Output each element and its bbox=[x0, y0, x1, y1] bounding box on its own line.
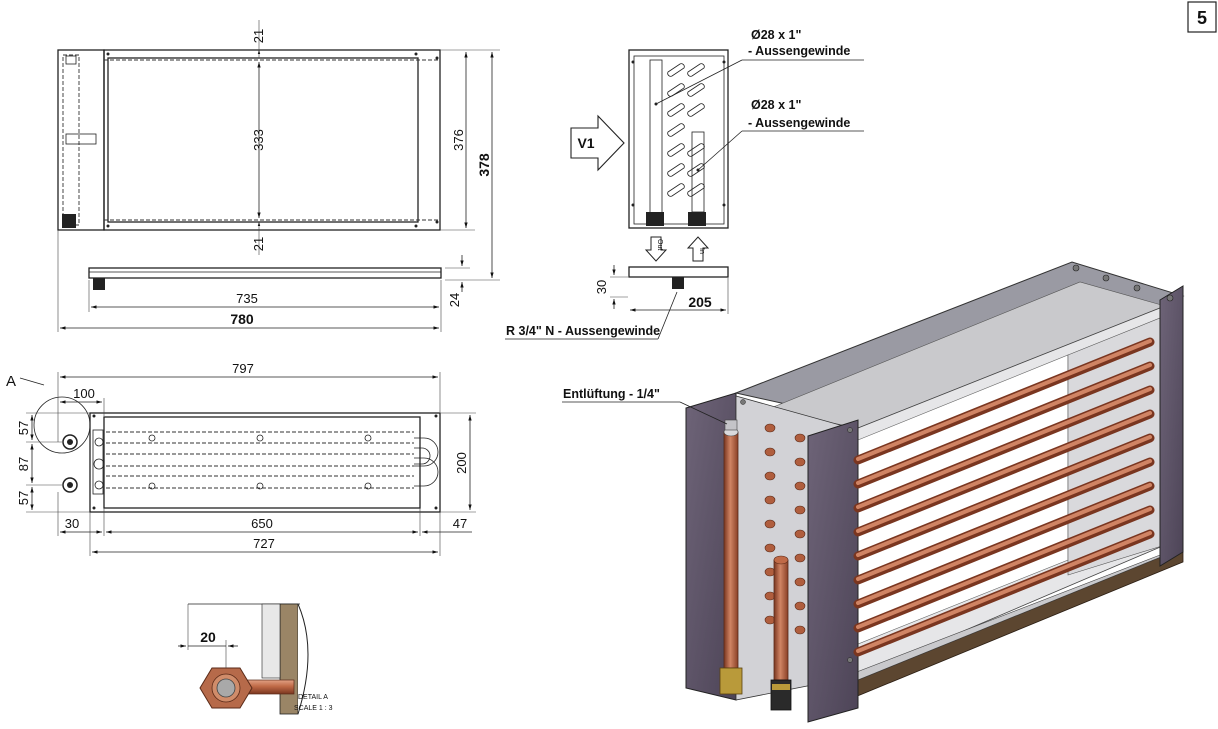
dim-front-height: 200 bbox=[454, 452, 469, 474]
dim-base-height: 30 bbox=[594, 280, 609, 294]
detail-marker: A bbox=[6, 373, 16, 390]
dim-inner-height: 333 bbox=[251, 129, 266, 151]
drain-label: R 3/4" N - Aussengewinde bbox=[506, 324, 660, 338]
outlet-arrow bbox=[644, 236, 668, 262]
detail-scale: SCALE 1 : 3 bbox=[294, 705, 333, 712]
dim-front-core: 650 bbox=[251, 516, 273, 531]
front-view: A 797 100 bbox=[6, 361, 476, 556]
dim-connection-offset: 100 bbox=[73, 386, 95, 401]
connection-1-thread: - Aussengewinde bbox=[748, 44, 850, 58]
side-view: Ø28 x 1" - Aussengewinde Ø28 x 1" - Auss… bbox=[505, 28, 864, 340]
vent-label: Entlüftung - 1/4" bbox=[563, 387, 660, 401]
dim-front-total: 727 bbox=[253, 536, 275, 551]
airflow-arrow bbox=[570, 114, 625, 172]
dim-front-middle: 87 bbox=[16, 457, 31, 471]
connection-2-thread: - Aussengewinde bbox=[748, 116, 850, 130]
detail-title: DETAIL A bbox=[298, 694, 328, 701]
dim-inner-length: 735 bbox=[236, 291, 258, 306]
outlet-label: Out bbox=[656, 239, 663, 250]
dim-overall-height: 378 bbox=[476, 153, 492, 177]
dim-overall-length: 780 bbox=[230, 311, 254, 327]
inlet-label: In bbox=[698, 248, 705, 254]
detail-dim: 20 bbox=[200, 629, 216, 645]
page-number-box: 5 bbox=[1187, 1, 1217, 33]
dim-front-right: 47 bbox=[453, 516, 467, 531]
dim-base-thickness: 24 bbox=[447, 293, 462, 307]
dim-top-margin: 21 bbox=[251, 29, 266, 43]
top-view: 21 333 21 376 378 bbox=[57, 20, 500, 281]
dim-width: 205 bbox=[688, 294, 712, 310]
dim-overall-height-inner: 376 bbox=[451, 129, 466, 151]
isometric-view: Entlüftung - 1/4" bbox=[562, 261, 1185, 723]
heat-exchanger-tubes bbox=[853, 337, 1155, 657]
airflow-label: V1 bbox=[577, 135, 594, 151]
connection-2-diameter: Ø28 x 1" bbox=[751, 98, 801, 112]
inlet-arrow bbox=[686, 236, 710, 262]
page-number: 5 bbox=[1197, 8, 1207, 28]
dim-front-overall-length: 797 bbox=[232, 361, 254, 376]
dim-front-left: 30 bbox=[65, 516, 79, 531]
dim-front-bottom: 57 bbox=[16, 491, 31, 505]
detail-a-view: 20 DETAIL A SCALE 1 : 3 bbox=[178, 603, 333, 715]
dim-front-top: 57 bbox=[16, 421, 31, 435]
dim-bottom-margin: 21 bbox=[251, 237, 266, 251]
base-view: 24 735 780 bbox=[57, 230, 470, 332]
connection-1-diameter: Ø28 x 1" bbox=[751, 28, 801, 42]
